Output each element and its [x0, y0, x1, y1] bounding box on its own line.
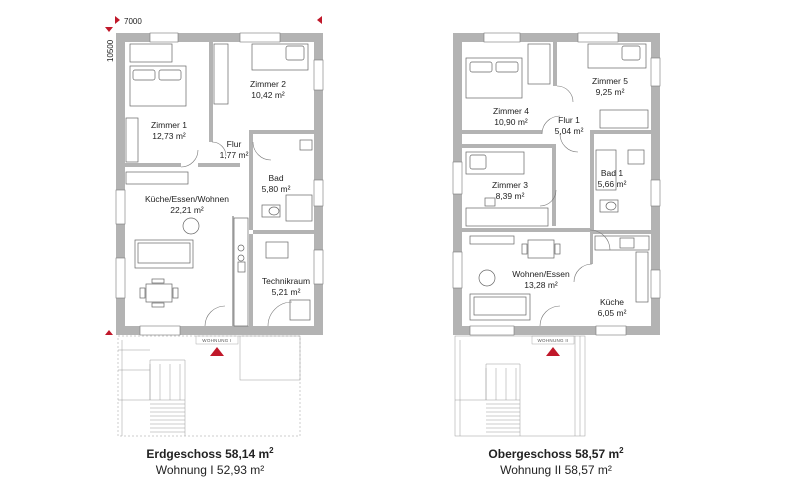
furniture — [465, 43, 650, 321]
dimension-marker-left — [115, 16, 120, 24]
room-area: 9,25 m² — [596, 87, 625, 97]
room-area: 5,80 m² — [262, 184, 291, 194]
bathtub-shower — [285, 194, 313, 222]
room-name: Wohnen/Essen — [512, 269, 570, 279]
double-bed — [465, 57, 523, 99]
room-name: Zimmer 4 — [493, 106, 529, 116]
kitchen-counter — [594, 235, 650, 251]
floor-title-sup: 2 — [269, 446, 274, 455]
floor-title-sup: 2 — [619, 446, 624, 455]
room-area: 13,28 m² — [524, 280, 558, 290]
floor-subtitle: Wohnung I 52,93 m² — [155, 463, 265, 477]
dining-table — [527, 239, 555, 259]
sofa — [469, 293, 531, 321]
room-name: Flur — [227, 139, 242, 149]
dimension-marker-right — [317, 16, 322, 24]
furniture — [125, 43, 313, 327]
dining-table — [145, 283, 173, 303]
dimension-marker-top — [105, 27, 113, 32]
dimension-width: 7000 — [115, 16, 322, 26]
room-name: Küche — [600, 297, 624, 307]
entrance-label: WOHNUNG I — [202, 338, 231, 343]
dimension-marker-bottom — [105, 330, 113, 335]
room-name: Zimmer 5 — [592, 76, 628, 86]
entrance-arrow-icon — [210, 347, 224, 356]
room-name: Zimmer 2 — [250, 79, 286, 89]
doors — [180, 141, 293, 327]
exterior-stairs — [454, 335, 586, 437]
wardrobe — [129, 43, 173, 63]
room-name: Zimmer 1 — [151, 120, 187, 130]
room-area: 22,21 m² — [170, 205, 204, 215]
doors — [539, 85, 611, 327]
single-bed — [587, 43, 647, 69]
caption-obergeschoss: Obergeschoss 58,57 m2 Wohnung II 58,57 m… — [426, 446, 686, 477]
depth-label: 10500 — [106, 39, 115, 62]
room-area: 12,73 m² — [152, 131, 186, 141]
interior-walls — [125, 42, 314, 326]
room-name: Zimmer 3 — [492, 180, 528, 190]
room-area: 1,77 m² — [220, 150, 249, 160]
floor-title-text: Obergeschoss 58,57 m — [488, 447, 620, 461]
single-bed — [251, 43, 309, 71]
dimension-depth: 10500 — [105, 27, 115, 335]
desk — [465, 207, 549, 227]
room-name: Technikraum — [262, 276, 310, 286]
double-bed — [129, 65, 187, 107]
floor-title: Erdgeschoss 58,14 m2 — [80, 446, 340, 461]
entrance-arrow-icon — [546, 347, 560, 356]
floor-subtitle: Wohnung II 58,57 m² — [500, 463, 612, 477]
exterior-stairs — [117, 335, 301, 437]
room-area: 5,04 m² — [555, 126, 584, 136]
caption-erdgeschoss: Erdgeschoss 58,14 m2 Wohnung I 52,93 m² — [80, 446, 340, 477]
room-area: 8,39 m² — [496, 191, 525, 201]
room-area: 5,21 m² — [272, 287, 301, 297]
room-labels-erdgeschoss: Zimmer 2 10,42 m² Zimmer 1 12,73 m² Flur… — [145, 79, 310, 297]
windows — [115, 32, 324, 336]
width-label: 7000 — [124, 17, 142, 26]
room-name: Bad 1 — [601, 168, 623, 178]
floorplan-erdgeschoss: WOHNUNG I Zimmer — [115, 32, 324, 437]
room-name: Flur 1 — [558, 115, 580, 125]
room-name: Bad — [268, 173, 283, 183]
single-bed — [465, 151, 525, 175]
entrance-label: WOHNUNG II — [538, 338, 569, 343]
windows — [452, 32, 661, 336]
room-area: 5,66 m² — [598, 179, 627, 189]
floor-title-text: Erdgeschoss 58,14 m — [146, 447, 270, 461]
room-area: 10,90 m² — [494, 117, 528, 127]
entrance-erdgeschoss: WOHNUNG I — [195, 335, 239, 356]
entrance-obergeschoss: WOHNUNG II — [531, 335, 575, 356]
room-area: 6,05 m² — [598, 308, 627, 318]
room-area: 10,42 m² — [251, 90, 285, 100]
sofa — [134, 239, 194, 269]
floor-title: Obergeschoss 58,57 m2 — [426, 446, 686, 461]
floorplan-obergeschoss: WOHNUNG II Zimmer 5 — [452, 32, 661, 437]
room-name: Küche/Essen/Wohnen — [145, 194, 229, 204]
room-labels-obergeschoss: Zimmer 5 9,25 m² Zimmer 4 10,90 m² Flur … — [492, 76, 628, 318]
kitchen-counter — [125, 171, 189, 185]
interior-walls — [462, 42, 651, 264]
shower — [595, 149, 617, 191]
